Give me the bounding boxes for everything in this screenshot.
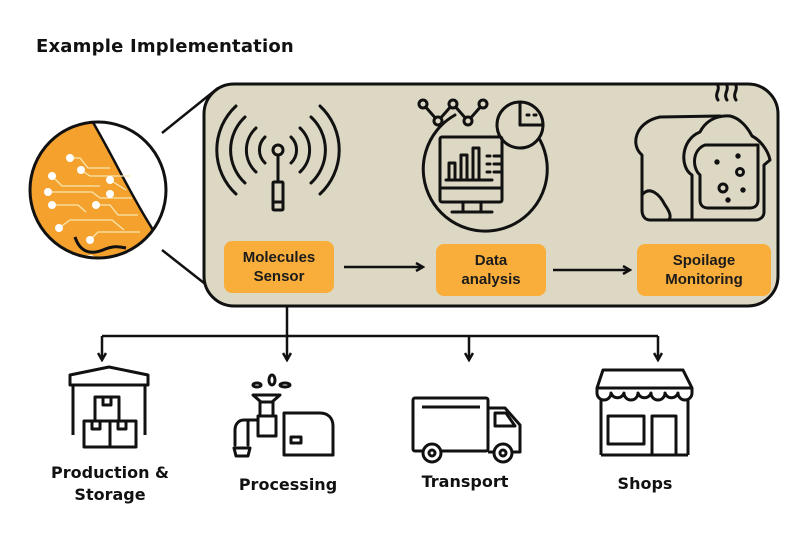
stage-data-analysis: Data analysis — [436, 244, 546, 296]
electronic-nose-icon — [28, 120, 168, 260]
stage-label: Data — [474, 252, 508, 269]
destination-transport: Transport — [395, 471, 535, 493]
stage-label: analysis — [461, 271, 521, 288]
truck-icon — [411, 396, 522, 464]
storefront-icon — [595, 368, 694, 457]
destination-label: Storage — [74, 485, 146, 504]
stage-label: Sensor — [253, 268, 305, 285]
destination-label: Processing — [238, 475, 338, 494]
warehouse-boxes-icon — [68, 365, 150, 449]
data-analytics-monitor-icon — [417, 98, 549, 233]
spoiled-bread-icon — [634, 84, 772, 222]
stage-label: Molecules — [242, 249, 316, 266]
diagram-title: Example Implementation — [36, 36, 294, 57]
distribution-connectors — [102, 306, 658, 360]
destination-shops: Shops — [580, 473, 710, 495]
juicer-machine-icon — [232, 373, 335, 458]
stage-label: Spoilage — [672, 252, 736, 269]
pipeline-arrows — [344, 267, 630, 270]
antenna-signal-icon — [215, 104, 341, 212]
stage-label: Monitoring — [665, 271, 743, 288]
destination-label: Transport — [421, 472, 509, 491]
destination-label: Shops — [617, 474, 673, 493]
destination-production-storage: Production & Storage — [30, 462, 190, 506]
destination-label: Production & — [51, 463, 169, 482]
destination-processing: Processing — [218, 474, 358, 496]
